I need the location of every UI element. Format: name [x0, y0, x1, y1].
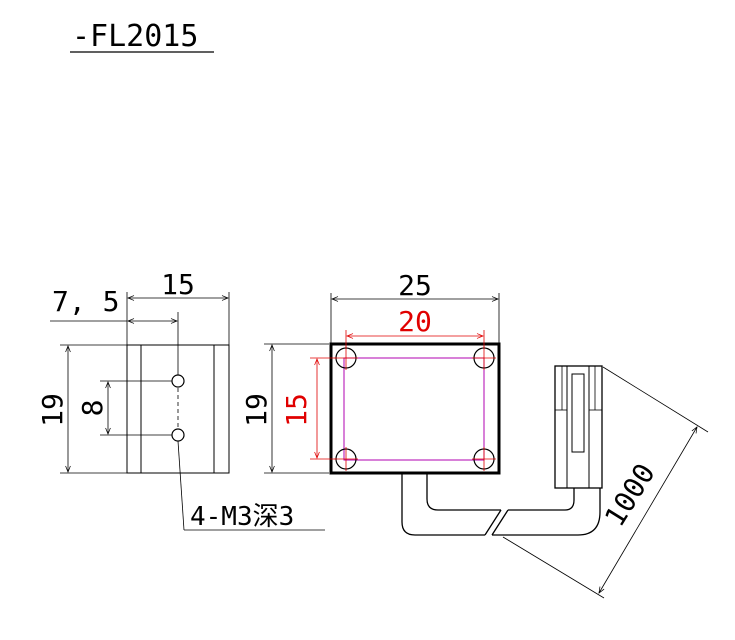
dim-front-height: 19	[240, 393, 273, 427]
dim-side-height: 19	[36, 393, 69, 427]
thread-note: 4-M3深3	[190, 502, 294, 532]
dim-hole-spacing: 8	[76, 400, 109, 417]
dim-cable-length: 1000	[598, 458, 662, 533]
mounting-hole-br	[472, 447, 496, 471]
side-view: 15 7, 5 19 8 4-M3深3	[36, 268, 325, 532]
dim-line-cable-length	[598, 426, 698, 594]
front-body	[329, 342, 501, 475]
dim-side-offset: 7, 5	[52, 285, 119, 318]
mounting-hole-bl	[334, 447, 358, 471]
front-inner-outline	[343, 357, 485, 461]
connector	[554, 365, 603, 489]
note-leader	[177, 440, 185, 531]
mounting-hole-tr	[472, 346, 496, 370]
dim-hole-pitch-y: 15	[280, 393, 313, 427]
front-view: 25 20 19 15	[240, 269, 709, 599]
dim-hole-pitch-x: 20	[398, 305, 432, 338]
mounting-hole-tl	[334, 346, 358, 370]
dim-side-width: 15	[161, 268, 195, 301]
side-hole-bottom	[171, 428, 185, 442]
cable	[401, 473, 601, 536]
dim-front-width: 25	[398, 269, 432, 302]
drawing-title: -FL2015	[72, 19, 198, 54]
side-hole-top	[171, 374, 185, 388]
